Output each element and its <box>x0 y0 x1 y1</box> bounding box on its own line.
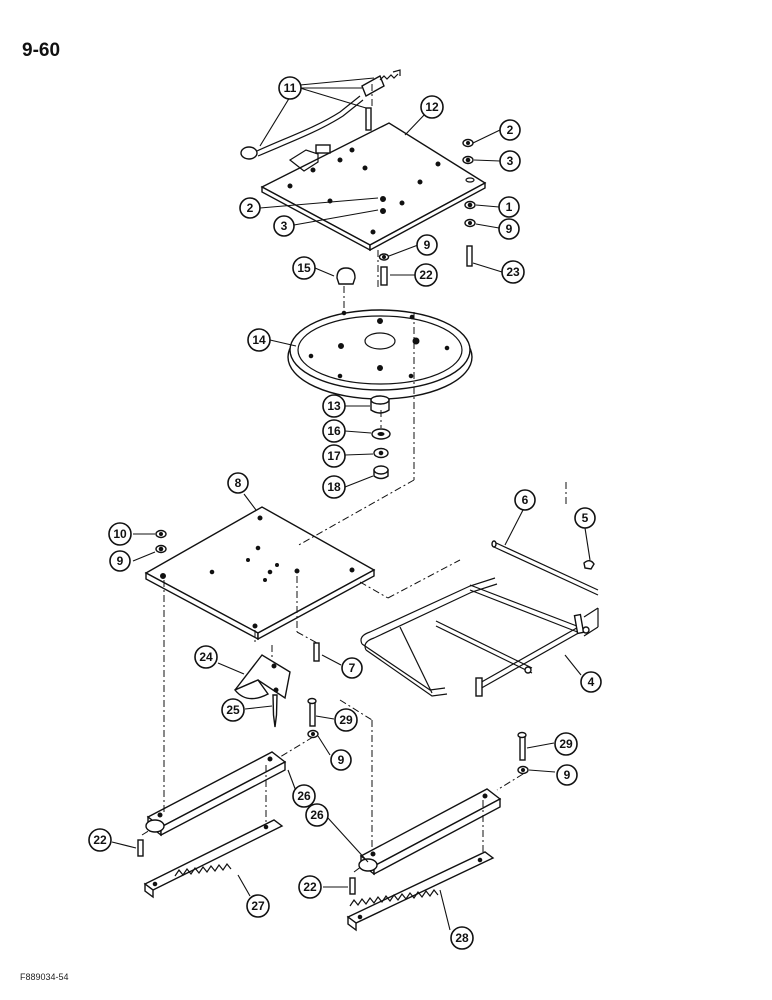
svg-text:2: 2 <box>247 201 254 215</box>
svg-text:3: 3 <box>281 219 288 233</box>
callout: 9 <box>109 550 131 572</box>
svg-text:22: 22 <box>303 880 317 894</box>
svg-text:23: 23 <box>506 265 520 279</box>
seat-rod <box>491 540 599 596</box>
svg-text:11: 11 <box>284 81 297 95</box>
svg-text:12: 12 <box>425 100 439 114</box>
svg-text:3: 3 <box>507 154 514 168</box>
callout: 22 <box>88 828 112 852</box>
svg-text:9: 9 <box>564 768 571 782</box>
leader-lines <box>111 77 591 931</box>
top-seat-plate <box>260 122 487 252</box>
plate-hardware-right <box>462 138 476 267</box>
callout: 22 <box>298 875 322 899</box>
bolt <box>313 642 320 662</box>
svg-text:29: 29 <box>339 713 353 727</box>
slide-rail-right <box>358 788 502 876</box>
toothed-rail-left <box>143 819 284 899</box>
svg-text:25: 25 <box>226 703 240 717</box>
svg-text:16: 16 <box>327 424 341 438</box>
callout: 9 <box>498 218 520 240</box>
svg-text:9: 9 <box>117 554 124 568</box>
screw <box>272 694 278 728</box>
callout: 11 <box>278 76 302 100</box>
svg-text:27: 27 <box>251 899 265 913</box>
callout: 12 <box>420 95 444 119</box>
lower-mounting-plate <box>144 506 376 641</box>
callout: 27 <box>246 894 270 918</box>
svg-text:10: 10 <box>113 527 127 541</box>
callout: 9 <box>330 749 352 771</box>
callout: 4 <box>580 671 602 693</box>
callout: 24 <box>194 645 218 669</box>
callout: 29 <box>554 732 578 756</box>
callout: 15 <box>292 256 316 280</box>
lower-plate-hardware <box>155 529 167 554</box>
callout: 1 <box>498 196 520 218</box>
callout: 3 <box>499 150 521 172</box>
svg-text:5: 5 <box>582 511 589 525</box>
svg-text:14: 14 <box>252 333 266 347</box>
callout: 26 <box>292 784 316 808</box>
svg-text:28: 28 <box>455 931 469 945</box>
svg-text:9: 9 <box>424 238 431 252</box>
callout: 18 <box>322 475 346 499</box>
callout: 28 <box>450 926 474 950</box>
callout: 13 <box>322 394 346 418</box>
swivel-hardware-stack <box>370 395 391 480</box>
alignment-lines <box>141 84 567 873</box>
callout: 17 <box>322 444 346 468</box>
page-number: 9-60 <box>22 40 61 61</box>
callout: 26 <box>305 803 329 827</box>
svg-text:2: 2 <box>507 123 514 137</box>
toothed-rail-right <box>346 851 495 932</box>
callout: 14 <box>247 328 271 352</box>
bolt-right-rail <box>349 877 356 895</box>
callout: 23 <box>501 260 525 284</box>
callout: 9 <box>416 234 438 256</box>
cap <box>336 267 356 285</box>
seat-frame <box>360 577 599 697</box>
swivel-plate <box>287 309 473 400</box>
plate-hardware-center <box>378 253 390 286</box>
svg-text:18: 18 <box>327 480 341 494</box>
svg-text:22: 22 <box>419 268 433 282</box>
bolts-29 <box>307 697 529 775</box>
svg-text:9: 9 <box>338 753 345 767</box>
callout: 29 <box>334 708 358 732</box>
svg-text:8: 8 <box>235 476 242 490</box>
svg-text:24: 24 <box>199 650 213 664</box>
callout: 25 <box>221 698 245 722</box>
callout: 16 <box>322 419 346 443</box>
callout: 10 <box>108 522 132 546</box>
svg-text:6: 6 <box>522 493 529 507</box>
svg-text:1: 1 <box>506 200 513 214</box>
svg-text:9: 9 <box>506 222 513 236</box>
callout: 2 <box>239 197 261 219</box>
figure-code: F889034-54 <box>20 972 69 982</box>
bracket <box>233 654 291 700</box>
bolt-left-rail <box>137 839 144 857</box>
callout: 22 <box>414 263 438 287</box>
slide-rail-left <box>145 751 287 837</box>
svg-text:26: 26 <box>297 789 311 803</box>
svg-text:26: 26 <box>310 808 324 822</box>
callout: 6 <box>514 489 536 511</box>
svg-text:13: 13 <box>327 399 341 413</box>
callout: 8 <box>227 472 249 494</box>
adjust-lever <box>240 69 401 172</box>
svg-text:7: 7 <box>349 661 356 675</box>
svg-text:29: 29 <box>559 737 573 751</box>
svg-text:4: 4 <box>588 675 595 689</box>
callout: 7 <box>341 657 363 679</box>
callout: 9 <box>556 764 578 786</box>
svg-text:15: 15 <box>297 261 311 275</box>
callout: 2 <box>499 119 521 141</box>
svg-text:22: 22 <box>93 833 107 847</box>
callout: 3 <box>273 215 295 237</box>
svg-text:17: 17 <box>327 449 341 463</box>
callout: 5 <box>574 507 596 529</box>
